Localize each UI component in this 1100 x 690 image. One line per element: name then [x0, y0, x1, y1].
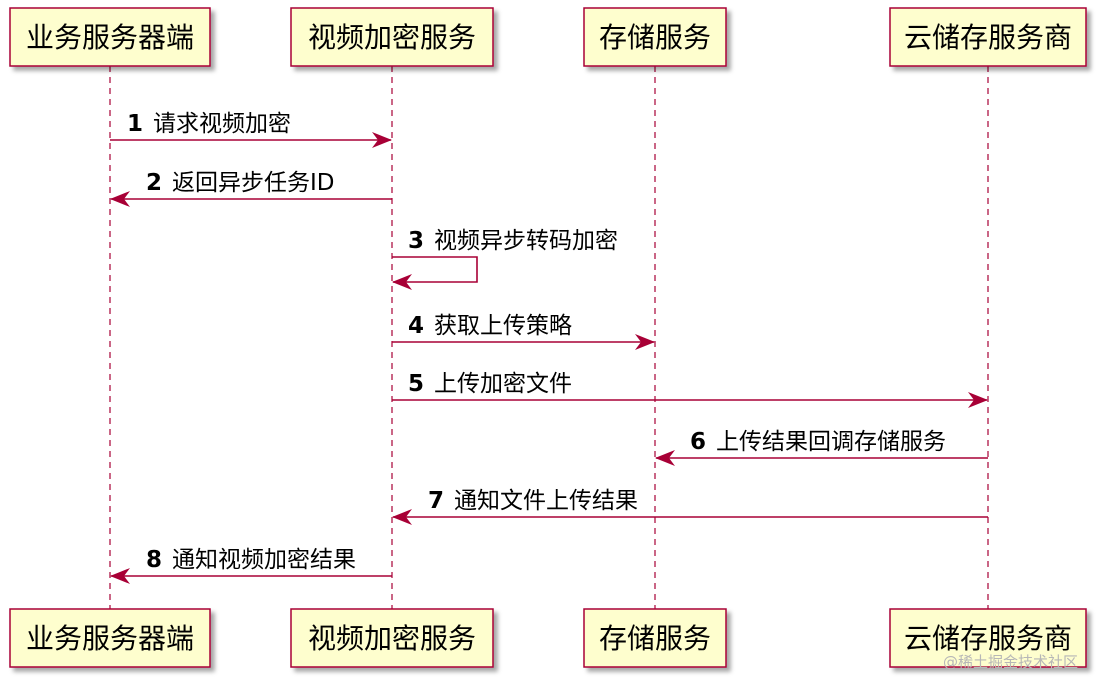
message-number: 2 [146, 170, 162, 196]
message-number: 6 [690, 429, 706, 455]
message-text: 获取上传策略 [434, 313, 572, 339]
participant-store-top: 存储服务 [583, 7, 727, 67]
participant-box [290, 7, 494, 67]
message-label: 6 上传结果回调存储服务 [690, 429, 946, 455]
message-label: 7 通知文件上传结果 [428, 488, 638, 514]
participant-biz-bottom: 业务服务器端 [9, 608, 211, 668]
participant-box [9, 608, 211, 668]
participant-box [889, 7, 1087, 67]
participant-enc-top: 视频加密服务 [290, 7, 494, 67]
message-label: 8 通知视频加密结果 [146, 547, 356, 573]
message-number: 4 [408, 313, 424, 339]
message-6: 6 上传结果回调存储服务 [655, 429, 988, 466]
participant-box [889, 608, 1087, 668]
participant-label: 业务服务器端 [26, 21, 194, 54]
message-8: 8 通知视频加密结果 [110, 547, 392, 584]
message-text: 上传结果回调存储服务 [716, 429, 946, 455]
message-arrow [392, 256, 478, 290]
participant-box [9, 7, 211, 67]
message-label: 5 上传加密文件 [408, 371, 572, 397]
participant-cloud-top: 云储存服务商 [889, 7, 1087, 67]
participant-cloud-bottom: 云储存服务商 [889, 608, 1087, 668]
message-3: 3 视频异步转码加密 [392, 228, 618, 290]
message-number: 8 [146, 547, 162, 573]
participant-box [583, 608, 727, 668]
message-label: 1 请求视频加密 [127, 111, 291, 137]
participant-box [290, 608, 494, 668]
message-2: 2 返回异步任务ID [110, 170, 392, 207]
message-label: 4 获取上传策略 [408, 313, 572, 339]
message-number: 1 [127, 111, 143, 137]
message-number: 7 [428, 488, 444, 514]
message-text: 返回异步任务ID [172, 170, 335, 196]
message-5: 5 上传加密文件 [392, 371, 988, 408]
message-1: 1 请求视频加密 [110, 111, 392, 148]
message-text: 通知文件上传结果 [454, 488, 638, 514]
message-text: 请求视频加密 [153, 111, 291, 137]
participant-box [583, 7, 727, 67]
participant-store-bottom: 存储服务 [583, 608, 727, 668]
message-number: 3 [408, 228, 424, 254]
message-text: 上传加密文件 [434, 371, 572, 397]
participant-biz-top: 业务服务器端 [9, 7, 211, 67]
message-4: 4 获取上传策略 [392, 313, 655, 350]
participant-label: 存储服务 [599, 21, 711, 54]
participant-label: 云储存服务商 [904, 622, 1072, 655]
participant-label: 视频加密服务 [308, 21, 476, 54]
message-7: 7 通知文件上传结果 [392, 488, 988, 525]
message-number: 5 [408, 371, 424, 397]
message-text: 通知视频加密结果 [172, 547, 356, 573]
participant-label: 业务服务器端 [26, 622, 194, 655]
participant-label: 视频加密服务 [308, 622, 476, 655]
participant-enc-bottom: 视频加密服务 [290, 608, 494, 668]
message-label: 2 返回异步任务ID [146, 170, 335, 196]
watermark-text: @稀土掘金技术社区 [942, 653, 1078, 671]
message-text: 视频异步转码加密 [434, 228, 618, 254]
participant-label: 云储存服务商 [904, 21, 1072, 54]
message-label: 3 视频异步转码加密 [408, 228, 618, 254]
participant-label: 存储服务 [599, 622, 711, 655]
